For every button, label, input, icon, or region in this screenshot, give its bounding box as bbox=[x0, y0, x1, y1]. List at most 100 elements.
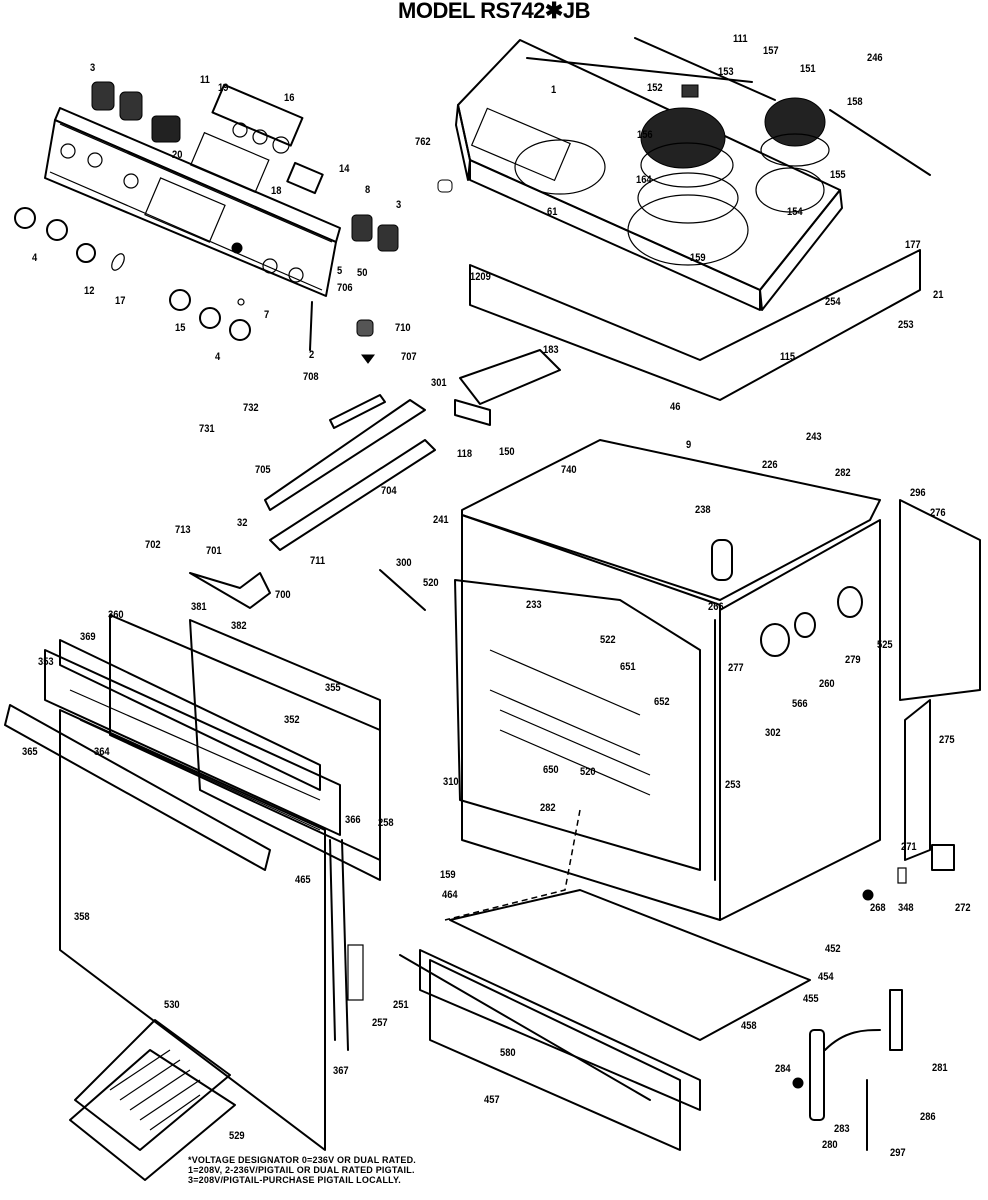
part-label: 276 bbox=[930, 507, 946, 519]
part-label: 732 bbox=[243, 402, 259, 414]
part-label: 302 bbox=[765, 727, 781, 739]
part-label: 266 bbox=[708, 601, 724, 613]
part-label: 7 bbox=[264, 309, 270, 321]
part-label: 704 bbox=[381, 485, 397, 497]
part-label: 700 bbox=[275, 589, 291, 601]
switches-knobs bbox=[14, 81, 453, 364]
part-label: 17 bbox=[115, 295, 126, 307]
part-label: 14 bbox=[339, 163, 350, 175]
part-label: 369 bbox=[80, 631, 96, 643]
part-label: 282 bbox=[540, 802, 556, 814]
part-label: 286 bbox=[920, 1111, 936, 1123]
part-label: 1 bbox=[551, 84, 557, 96]
part-label: 3 bbox=[90, 62, 96, 74]
part-label: 520 bbox=[423, 577, 439, 589]
part-label: 296 bbox=[910, 487, 926, 499]
part-label: 705 bbox=[255, 464, 271, 476]
part-label: 254 bbox=[825, 296, 841, 308]
part-label: 710 bbox=[395, 322, 411, 334]
part-label: 381 bbox=[191, 601, 207, 613]
part-label: 150 bbox=[499, 446, 515, 458]
oven-body bbox=[444, 439, 981, 921]
part-label: 283 bbox=[834, 1123, 850, 1135]
part-label: 118 bbox=[457, 448, 473, 460]
broiler-pan bbox=[69, 1019, 236, 1181]
part-label: 61 bbox=[547, 206, 558, 218]
part-label: 708 bbox=[303, 371, 319, 383]
part-label: 253 bbox=[725, 779, 741, 791]
part-label: 529 bbox=[229, 1130, 245, 1142]
part-label: 5 bbox=[337, 265, 343, 277]
part-label: 50 bbox=[357, 267, 368, 279]
part-label: 282 bbox=[835, 467, 851, 479]
part-label: 177 bbox=[905, 239, 921, 251]
part-label: 711 bbox=[310, 555, 326, 567]
part-label: 301 bbox=[431, 377, 447, 389]
rails bbox=[189, 394, 436, 611]
part-label: 454 bbox=[818, 971, 834, 983]
part-label: 281 bbox=[932, 1062, 948, 1074]
part-label: 32 bbox=[237, 517, 248, 529]
part-label: 740 bbox=[561, 464, 577, 476]
storage-drawer bbox=[399, 889, 811, 1151]
part-label: 706 bbox=[337, 282, 353, 294]
voltage-footnote: *VOLTAGE DESIGNATOR 0=236V OR DUAL RATED… bbox=[188, 1155, 416, 1185]
part-label: 159 bbox=[690, 252, 706, 264]
part-label: 159 bbox=[440, 869, 456, 881]
part-label: 530 bbox=[164, 999, 180, 1011]
part-label: 358 bbox=[74, 911, 90, 923]
part-label: 271 bbox=[901, 841, 917, 853]
part-label: 268 bbox=[870, 902, 886, 914]
part-label: 238 bbox=[695, 504, 711, 516]
part-label: 731 bbox=[199, 423, 215, 435]
part-label: 226 bbox=[762, 459, 778, 471]
model-title: MODEL RS742✱JB bbox=[398, 0, 590, 23]
part-label: 277 bbox=[728, 662, 744, 674]
oven-door bbox=[4, 614, 381, 1151]
part-label: 251 bbox=[393, 999, 409, 1011]
part-label: 1209 bbox=[470, 271, 491, 283]
part-label: 257 bbox=[372, 1017, 388, 1029]
part-label: 260 bbox=[819, 678, 835, 690]
part-label: 9 bbox=[686, 439, 692, 451]
part-label: 12 bbox=[84, 285, 95, 297]
part-label: 8 bbox=[365, 184, 371, 196]
part-label: 297 bbox=[890, 1147, 906, 1159]
part-label: 46 bbox=[670, 401, 681, 413]
part-label: 154 bbox=[787, 206, 803, 218]
part-label: 4 bbox=[32, 252, 38, 264]
part-label: 155 bbox=[830, 169, 846, 181]
part-label: 520 bbox=[580, 766, 596, 778]
part-label: 701 bbox=[206, 545, 222, 557]
part-label: 455 bbox=[803, 993, 819, 1005]
part-label: 233 bbox=[526, 599, 542, 611]
part-label: 115 bbox=[780, 351, 796, 363]
part-label: 367 bbox=[333, 1065, 349, 1077]
part-label: 157 bbox=[763, 45, 779, 57]
part-label: 111 bbox=[733, 33, 748, 45]
part-label: 3 bbox=[396, 199, 402, 211]
part-label: 365 bbox=[22, 746, 38, 758]
part-label: 310 bbox=[443, 776, 459, 788]
part-label: 4 bbox=[215, 351, 221, 363]
part-label: 702 bbox=[145, 539, 161, 551]
footnote-line: 3=208V/PIGTAIL-PURCHASE PIGTAIL LOCALLY. bbox=[188, 1175, 401, 1185]
part-label: 15 bbox=[175, 322, 186, 334]
part-label: 651 bbox=[620, 661, 636, 673]
part-label: 713 bbox=[175, 524, 191, 536]
maintop bbox=[454, 249, 921, 426]
part-label: 153 bbox=[718, 66, 734, 78]
part-label: 275 bbox=[939, 734, 955, 746]
part-label: 16 bbox=[284, 92, 295, 104]
part-label: 243 bbox=[806, 431, 822, 443]
part-label: 566 bbox=[792, 698, 808, 710]
part-label: 465 bbox=[295, 874, 311, 886]
part-label: 18 bbox=[271, 185, 282, 197]
part-label: 364 bbox=[94, 746, 110, 758]
control-panel bbox=[44, 107, 341, 351]
footnote-line: *VOLTAGE DESIGNATOR 0=236V OR DUAL RATED… bbox=[188, 1155, 416, 1165]
part-label: 19 bbox=[218, 82, 229, 94]
part-label: 20 bbox=[172, 149, 183, 161]
part-label: 21 bbox=[933, 289, 944, 301]
